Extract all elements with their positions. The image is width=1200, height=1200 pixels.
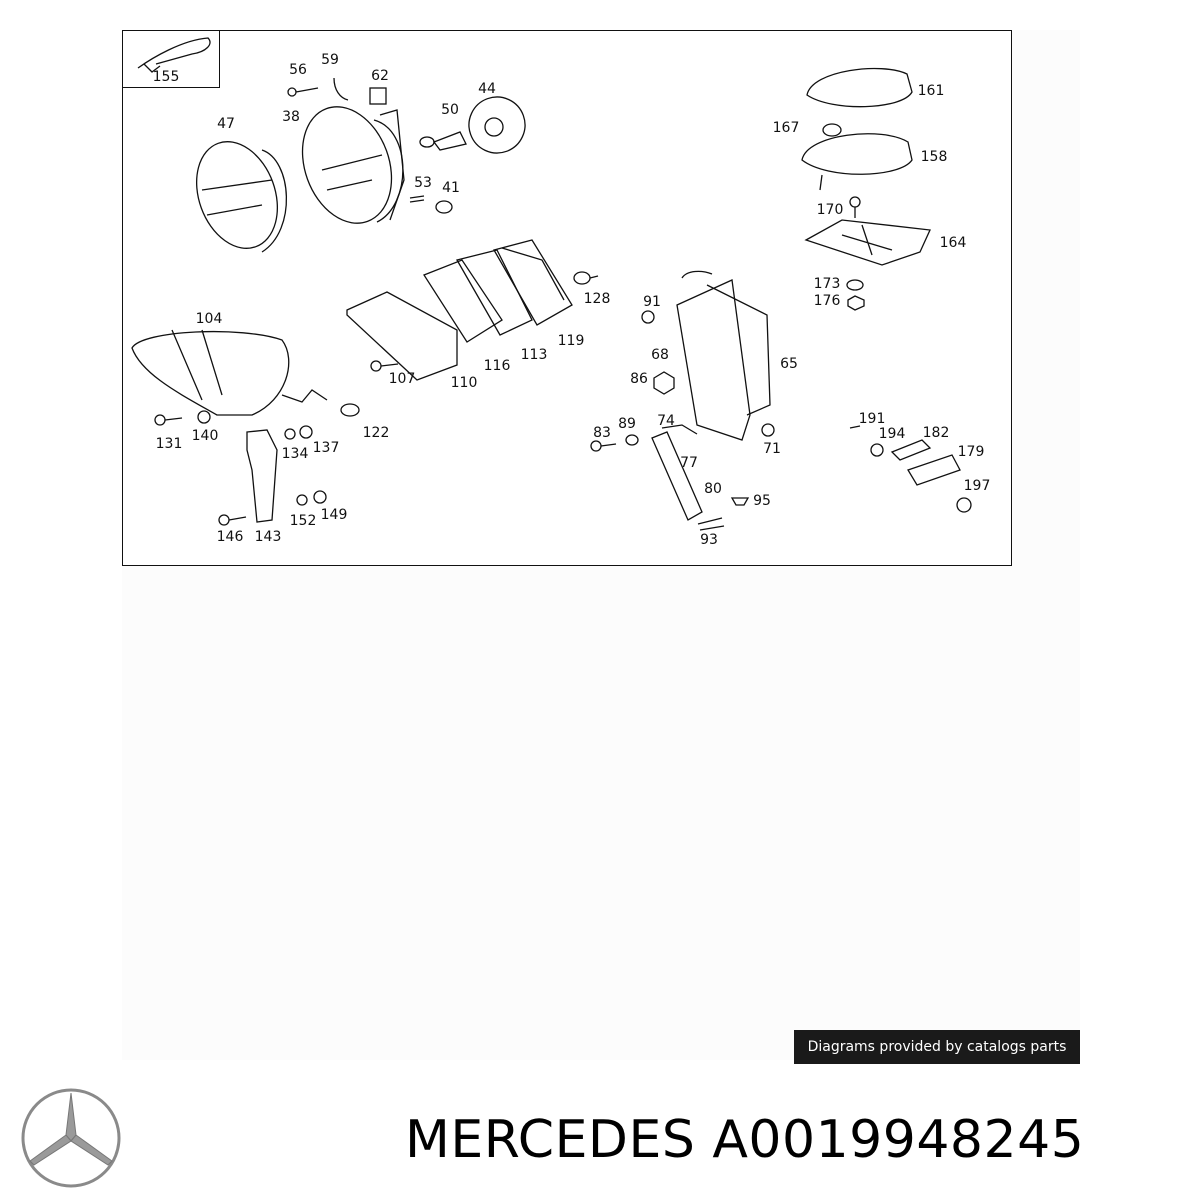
callout-197: 197 bbox=[963, 478, 991, 494]
callout-91: 91 bbox=[643, 294, 661, 310]
callout-122: 122 bbox=[362, 425, 390, 441]
inset-box bbox=[122, 30, 220, 88]
callout-71: 71 bbox=[763, 441, 781, 457]
callout-164: 164 bbox=[939, 235, 967, 251]
callout-44: 44 bbox=[478, 81, 496, 97]
callout-167: 167 bbox=[772, 120, 800, 136]
callout-86: 86 bbox=[630, 371, 648, 387]
callout-128: 128 bbox=[583, 291, 611, 307]
callout-176: 176 bbox=[813, 293, 841, 309]
callout-41: 41 bbox=[442, 180, 460, 196]
callout-152: 152 bbox=[289, 513, 317, 529]
callout-53: 53 bbox=[414, 175, 432, 191]
callout-134: 134 bbox=[281, 446, 309, 462]
callout-104: 104 bbox=[195, 311, 223, 327]
callout-56: 56 bbox=[289, 62, 307, 78]
callout-191: 191 bbox=[858, 411, 886, 427]
callout-158: 158 bbox=[920, 149, 948, 165]
callout-50: 50 bbox=[441, 102, 459, 118]
callout-83: 83 bbox=[593, 425, 611, 441]
callout-161: 161 bbox=[917, 83, 945, 99]
callout-170: 170 bbox=[816, 202, 844, 218]
callout-77: 77 bbox=[680, 455, 698, 471]
callout-38: 38 bbox=[282, 109, 300, 125]
callout-131: 131 bbox=[155, 436, 183, 452]
callout-119: 119 bbox=[557, 333, 585, 349]
callout-182: 182 bbox=[922, 425, 950, 441]
callout-62: 62 bbox=[371, 68, 389, 84]
callout-47: 47 bbox=[217, 116, 235, 132]
callout-107: 107 bbox=[388, 371, 416, 387]
callout-149: 149 bbox=[320, 507, 348, 523]
callout-137: 137 bbox=[312, 440, 340, 456]
callout-179: 179 bbox=[957, 444, 985, 460]
callout-95: 95 bbox=[753, 493, 771, 509]
callout-80: 80 bbox=[704, 481, 722, 497]
callout-194: 194 bbox=[878, 426, 906, 442]
callout-173: 173 bbox=[813, 276, 841, 292]
callout-74: 74 bbox=[657, 413, 675, 429]
callout-59: 59 bbox=[321, 52, 339, 68]
callout-116: 116 bbox=[483, 358, 511, 374]
callout-113: 113 bbox=[520, 347, 548, 363]
callout-155: 155 bbox=[152, 69, 180, 85]
callout-93: 93 bbox=[700, 532, 718, 548]
callout-89: 89 bbox=[618, 416, 636, 432]
brand-part-number-title: MERCEDES A0019948245 bbox=[405, 1110, 1085, 1170]
callout-146: 146 bbox=[216, 529, 244, 545]
callout-143: 143 bbox=[254, 529, 282, 545]
credit-banner: Diagrams provided by catalogs parts bbox=[794, 1030, 1080, 1064]
exploded-parts-drawing bbox=[131, 37, 972, 531]
callout-110: 110 bbox=[450, 375, 478, 391]
callout-140: 140 bbox=[191, 428, 219, 444]
callout-65: 65 bbox=[780, 356, 798, 372]
mercedes-star-logo bbox=[21, 1088, 121, 1188]
callout-68: 68 bbox=[651, 347, 669, 363]
